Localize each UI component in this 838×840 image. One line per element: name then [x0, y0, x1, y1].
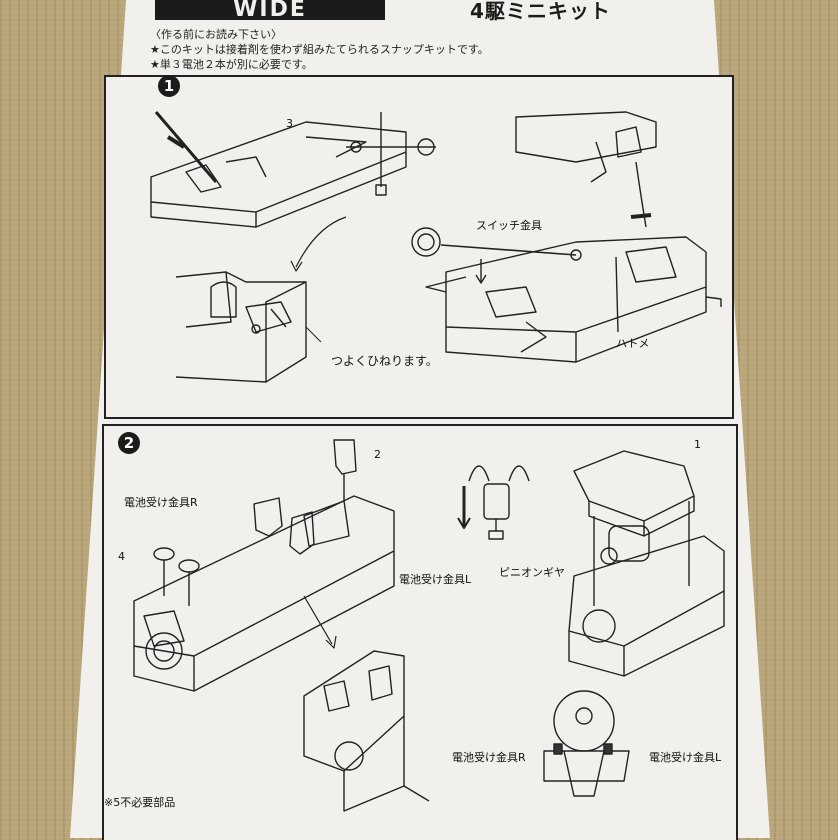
pinion-gear-label: ピニオンギヤ	[499, 566, 565, 579]
kit-title: 4駆ミニキット	[470, 0, 611, 23]
battery-metal-r-label: 電池受け金具R	[124, 496, 198, 509]
unused-parts-note: ※5不必要部品	[104, 796, 176, 809]
brand-logo: WIDE	[155, 0, 385, 21]
step-1-badge: 1	[158, 75, 180, 97]
intro-heading: 〈作る前にお読み下さい〉	[150, 28, 282, 41]
switch-metal-label: スイッチ金具	[476, 219, 542, 232]
battery-metal-r-bottom-label: 電池受け金具R	[452, 751, 526, 764]
twist-instruction: つよくひねります。	[331, 354, 438, 368]
part-number-2: 2	[374, 448, 381, 461]
part-number-1: 1	[694, 438, 701, 451]
part-number-4: 4	[118, 550, 125, 563]
intro-text: 〈作る前にお読み下さい〉 ★このキットは接着剤を使わず組みたてられるスナップキッ…	[150, 27, 489, 72]
step-2-illustration	[133, 439, 725, 812]
intro-note-2: ★単３電池２本が別に必要です。	[150, 58, 313, 71]
step-2-panel: 2	[102, 424, 738, 840]
step-1-panel: 1	[104, 75, 734, 419]
eyelet-label: ハトメ	[616, 337, 650, 350]
battery-metal-l-bottom-label: 電池受け金具L	[649, 751, 722, 764]
step-2-badge: 2	[118, 432, 140, 454]
part-number-3: 3	[286, 117, 293, 130]
step-1-illustration	[150, 111, 722, 383]
intro-note-1: ★このキットは接着剤を使わず組みたてられるスナップキットです。	[150, 43, 489, 56]
battery-metal-l-label: 電池受け金具L	[399, 573, 472, 586]
